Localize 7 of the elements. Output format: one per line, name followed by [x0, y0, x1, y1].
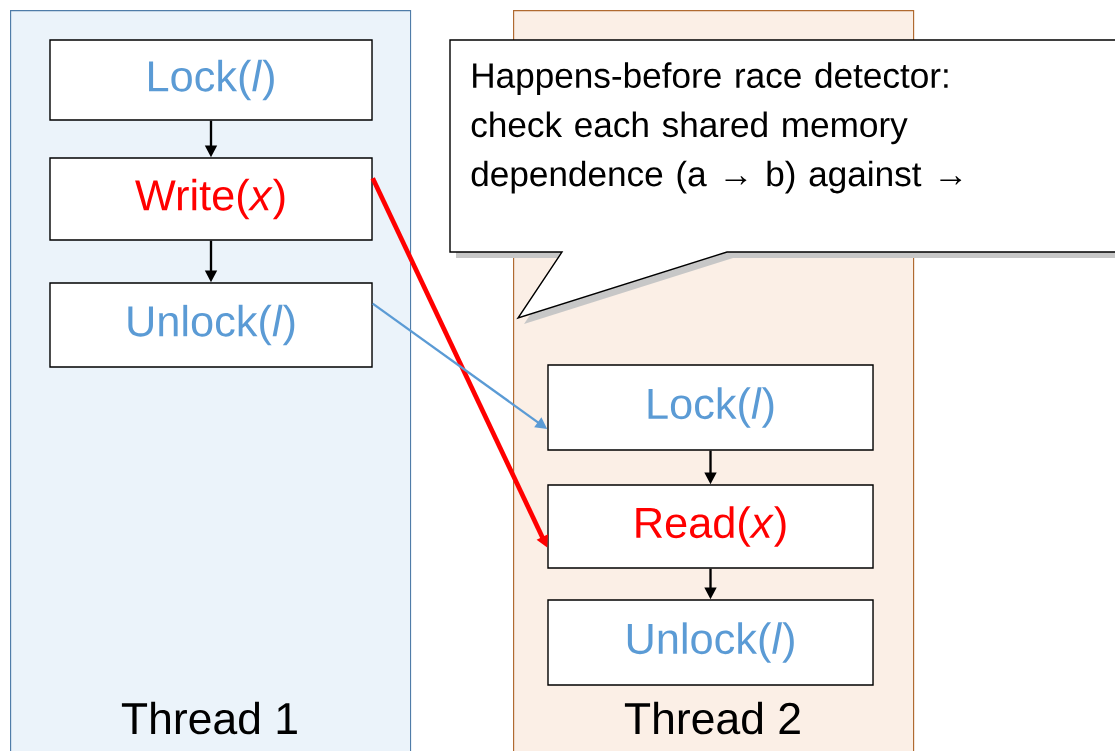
step-box: Write(x): [49, 157, 373, 241]
speech-callout: Happens-before race detector: check each shared memory dependence (a → b) against →: [449, 39, 1115, 324]
step-box: Lock(l): [547, 364, 874, 451]
step-box: Lock(l): [49, 39, 373, 121]
step-box: Read(x): [547, 484, 874, 569]
step-box: Unlock(l): [49, 282, 373, 368]
step-box: Unlock(l): [547, 599, 874, 686]
